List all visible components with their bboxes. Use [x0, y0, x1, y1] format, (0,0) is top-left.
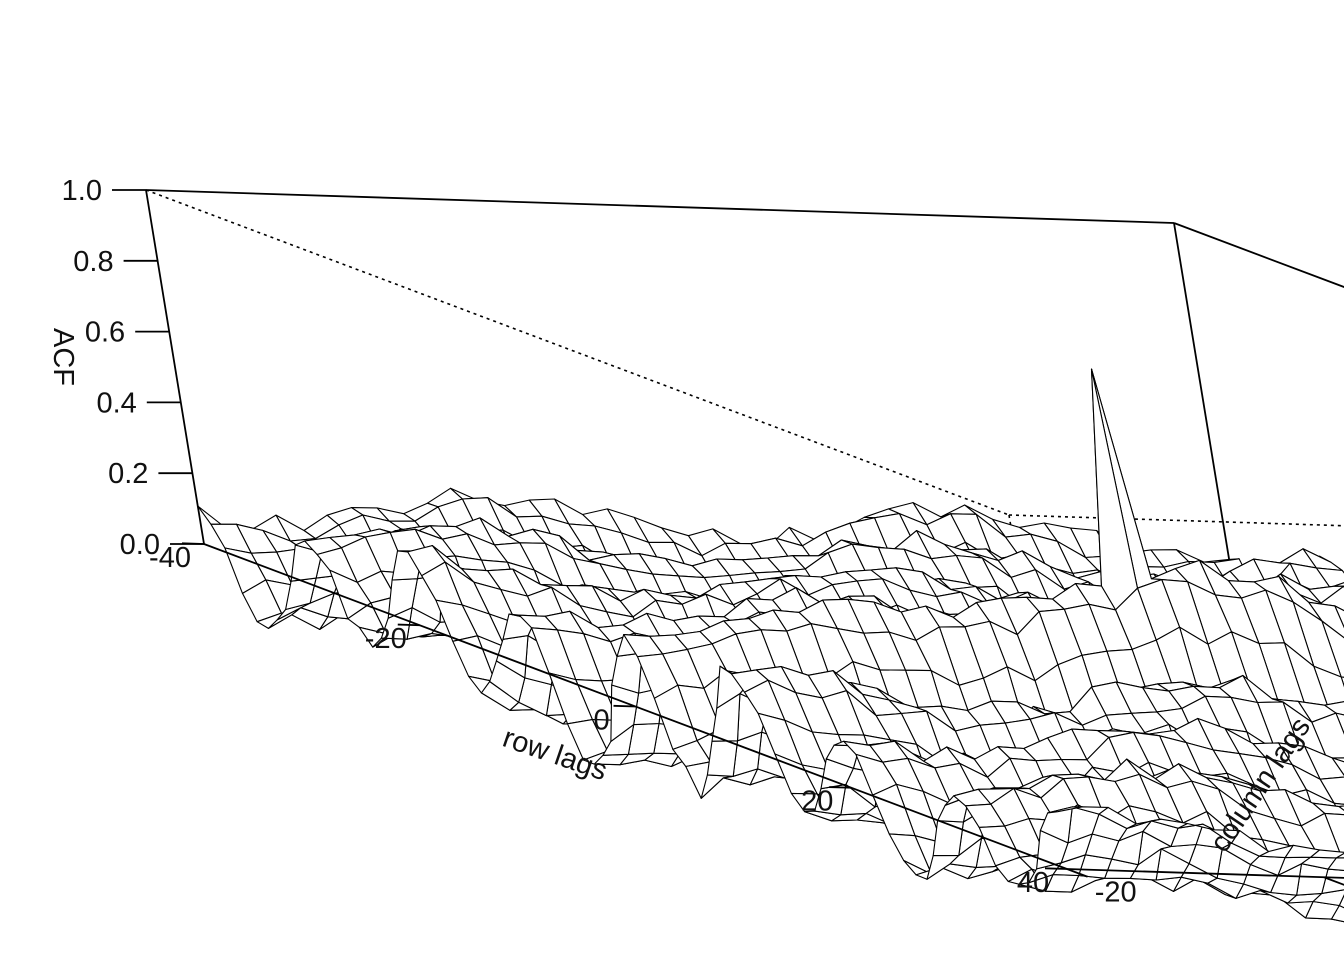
x-tick-label: 0 [593, 704, 609, 736]
box-edge [1173, 222, 1233, 578]
z-tick-label: 0.0 [120, 529, 160, 561]
box-edge [1173, 222, 1344, 288]
box-edge [1066, 868, 1344, 879]
surface-cell [1047, 806, 1083, 814]
x-tick-label: 40 [1017, 867, 1049, 899]
plot-box-back [145, 189, 1344, 870]
z-tick-label: 1.0 [62, 175, 102, 207]
y-tick [1066, 868, 1088, 878]
x-tick-label: -20 [365, 623, 407, 655]
surface-cell [706, 740, 739, 777]
x-tick [829, 786, 852, 789]
surface-cell [932, 820, 964, 857]
x-tick [397, 623, 420, 627]
y-tick [1323, 876, 1344, 886]
x-tick [1044, 867, 1068, 870]
z-tick-label: 0.4 [96, 387, 136, 419]
z-axis-title: ACF [47, 328, 79, 386]
acf-surface [197, 368, 1344, 923]
box-edge [145, 189, 1175, 224]
y-tick-label: -20 [1095, 876, 1137, 908]
z-tick-label: 0.2 [108, 458, 148, 490]
box-edge [145, 189, 205, 545]
x-tick [613, 704, 636, 708]
z-tick-label: 0.8 [73, 246, 113, 278]
x-tick-label: 20 [801, 786, 833, 818]
box-edge-dotted [145, 189, 1010, 516]
z-tick-label: 0.6 [85, 317, 125, 349]
x-tick-label: -40 [149, 542, 191, 574]
